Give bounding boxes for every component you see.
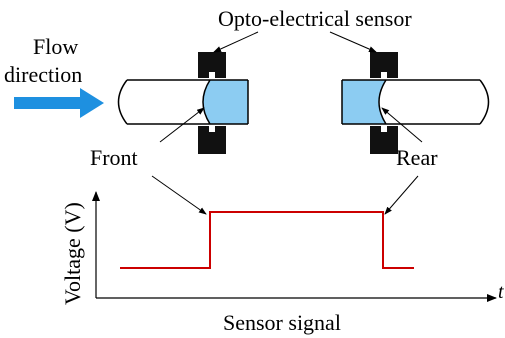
- flow-label-line2: direction: [4, 62, 82, 87]
- right-tube-liquid: [342, 80, 386, 124]
- right-tube: [341, 79, 490, 125]
- front-label: Front: [90, 145, 138, 170]
- front-meniscus-pointer: [159, 107, 205, 143]
- sensor-pointer-left: [213, 31, 259, 53]
- sensor-block-icon: [198, 52, 398, 154]
- rear-edge-pointer: [384, 175, 419, 215]
- flow-label-line1: Flow: [33, 34, 78, 59]
- left-sensor-top: [198, 52, 226, 78]
- rear-label: Rear: [396, 145, 438, 170]
- right-sensor-bottom: [370, 126, 398, 154]
- right-arrow-icon: [14, 88, 104, 118]
- right-tube-outline: [341, 79, 490, 125]
- left-sensor-bottom: [198, 126, 226, 154]
- right-sensor-top: [370, 52, 398, 78]
- sensor-signal-trace: [120, 211, 414, 269]
- sensor-pointer-right: [329, 31, 377, 53]
- t-axis-label: t: [498, 281, 504, 303]
- sensor-label: Opto-electrical sensor: [218, 6, 412, 31]
- y-axis-label: Voltage (V): [60, 202, 85, 305]
- left-tube-liquid: [203, 80, 248, 124]
- front-edge-pointer: [151, 175, 207, 215]
- left-tube: [117, 79, 249, 125]
- left-tube-outline: [117, 79, 249, 125]
- x-axis-label: Sensor signal: [223, 310, 341, 335]
- rear-meniscus-pointer: [381, 107, 423, 143]
